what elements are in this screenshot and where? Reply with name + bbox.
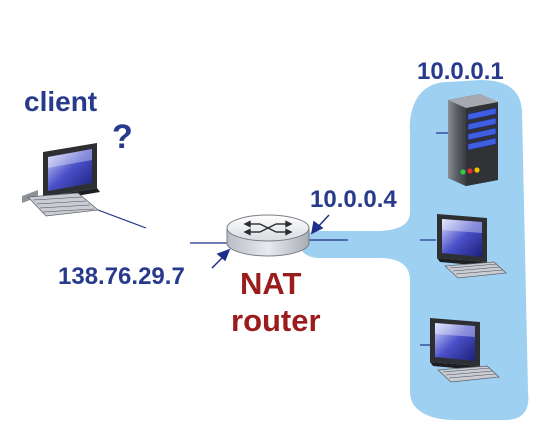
router-title-line2: router — [231, 303, 321, 338]
client-computer-icon — [22, 143, 100, 217]
wan-address-arrow — [211, 248, 231, 269]
router-icon — [226, 214, 310, 257]
unknown-address-question-mark: ? — [112, 118, 133, 156]
server-address-label: 10.0.0.1 — [417, 58, 504, 85]
host-computer-1-icon — [437, 214, 507, 279]
client-address-label: 138.76.29.7 — [58, 263, 185, 290]
client-label: client — [24, 86, 98, 117]
server-tower-icon — [448, 94, 498, 186]
client-link-line — [97, 209, 147, 229]
router-title-line1: NAT — [240, 266, 302, 301]
lan-address-arrow — [310, 214, 330, 235]
host-computer-2-icon — [430, 318, 500, 383]
router-inside-address-label: 10.0.0.4 — [310, 186, 397, 213]
